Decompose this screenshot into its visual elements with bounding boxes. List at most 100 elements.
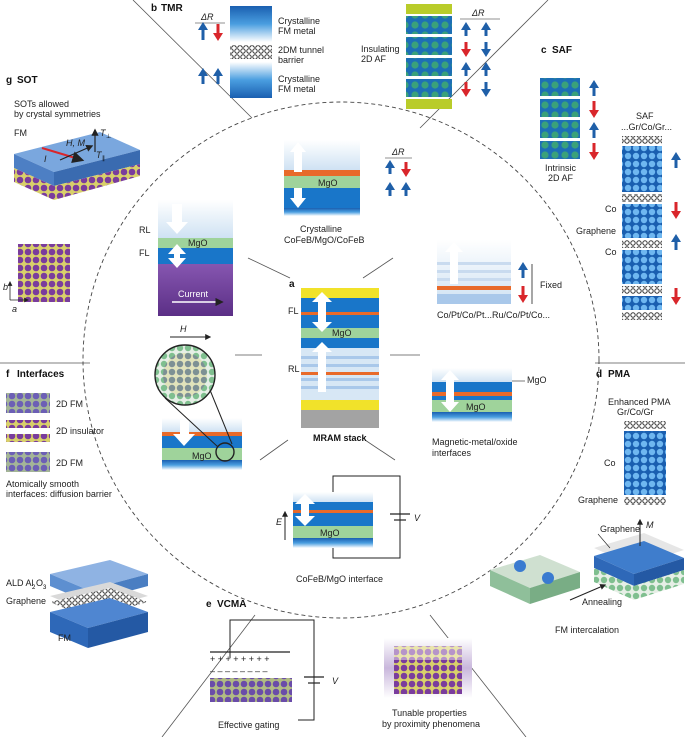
tmr-arrow-up-2 — [198, 68, 208, 84]
sot-fm-slab-side — [54, 150, 140, 186]
saf-gr-1 — [622, 136, 662, 144]
sot-axis-a: a — [12, 304, 17, 314]
inner-mgo-left: MgO — [188, 238, 208, 248]
inner-fl-arrow — [168, 244, 186, 268]
section-letter-d: d — [596, 369, 602, 380]
section-title-d: PMA — [608, 369, 630, 380]
mram-stack: FL MgO RL MRAM stack — [288, 288, 379, 443]
mram-rl: RL — [288, 364, 300, 374]
section-title-b: TMR — [161, 3, 183, 14]
mram-fl: FL — [288, 306, 299, 316]
tmr-fm-label-1: Crystalline — [278, 16, 320, 26]
tmr-af-layer-4 — [406, 79, 452, 97]
section-title-e: VCMA — [217, 599, 246, 610]
tmr-af-layer-3 — [406, 58, 452, 76]
tmr-af-cap-bottom — [406, 99, 452, 109]
vcma-v: V — [332, 676, 339, 686]
interfaces-ald-sub3: 3 — [43, 585, 47, 591]
vcma-minus: – – – – – – – – — [210, 666, 268, 676]
saf-intrinsic-layer-4 — [540, 141, 580, 159]
interfaces-ald-sub2: 2 — [32, 585, 36, 591]
sot-axis-b: b — [3, 282, 8, 292]
saf-gr-3 — [622, 240, 662, 248]
section-letter-g: g — [6, 75, 12, 86]
tmr-fm-bottom — [230, 62, 272, 98]
mram-mgo: MgO — [332, 328, 352, 338]
inner-crystalline: Crystalline — [300, 224, 342, 234]
pma-panel: Enhanced PMA Gr/Co/Gr Co Graphene M Grap… — [490, 397, 684, 635]
interfaces-2dfm-1: 2D FM — [56, 399, 83, 409]
inner-mmoxide-2: interfaces — [432, 448, 472, 458]
interface-zoom-target — [215, 442, 235, 462]
inner-copt: Co/Pt/Co/Pt...Ru/Co/Pt/Co... — [437, 310, 550, 320]
tmr-insulating-2: 2D AF — [361, 54, 387, 64]
tmr-af-cap-top — [406, 4, 452, 14]
hexagon-edge-ul — [247, 257, 291, 279]
divider-bottom-right — [429, 614, 527, 738]
tmr-barrier — [230, 45, 272, 59]
pma-graphene-top: Graphene — [600, 524, 640, 534]
saf-gr-4 — [622, 286, 662, 294]
hexagon-edge-ll — [259, 439, 289, 461]
saf-intrinsic-layer-3 — [540, 120, 580, 138]
sot-current-arrow — [41, 147, 85, 163]
saf-title-2: ...Gr/Co/Gr... — [621, 122, 672, 132]
tmr-af-layer-2 — [406, 37, 452, 55]
inner-cfb: CoFeB/MgO/CoFeB — [284, 235, 365, 245]
inner-copt-device: Fixed Co/Pt/Co/Pt...Ru/Co/Pt/Co... — [437, 240, 562, 320]
section-letter-b: b — [151, 3, 157, 14]
sot-desc-2: by crystal symmetries — [14, 109, 101, 119]
pma-enhanced-2: Gr/Co/Gr — [617, 407, 654, 417]
inner-mgo-zoom: MgO — [192, 451, 212, 461]
saf-co-2 — [622, 204, 662, 238]
inner-cfb-interface: CoFeB/MgO interface — [296, 574, 383, 584]
saf-co-1 — [622, 146, 662, 192]
interfaces-smooth-1: Atomically smooth — [6, 479, 79, 489]
inner-tmr-device: MgO Crystalline CoFeB/MgO/CoFeB ΔR — [284, 140, 412, 245]
tmr-delta-r-right: ΔR — [471, 8, 485, 18]
sot-hm-label: H, M — [66, 138, 86, 148]
saf-gr-5 — [622, 312, 662, 320]
saf-co-label-2: Co — [605, 247, 617, 257]
section-title-f: Interfaces — [17, 369, 65, 380]
tmr-barrier-label-1: 2DM tunnel — [278, 45, 324, 55]
inner-mgo-bottom: MgO — [320, 528, 340, 538]
saf-panel: Intrinsic 2D AF SAF ...Gr/Co/Gr... Co Gr… — [540, 78, 681, 320]
interfaces-ald: ALD Al — [6, 578, 34, 588]
sot-tperp-sub: ⊥ — [106, 133, 111, 140]
interfaces-insulator: 2D insulator — [56, 426, 104, 436]
tmr-fm-label-4: FM metal — [278, 84, 316, 94]
tmr-delta-r-left: ΔR — [200, 12, 214, 22]
interfaces-smooth-2: interfaces: diffusion barrier — [6, 489, 112, 499]
section-letter-f: f — [6, 369, 10, 380]
inner-interface-device: MgO — [154, 344, 242, 470]
section-title-g: SOT — [17, 75, 38, 86]
inner-v-label: V — [414, 513, 421, 523]
inner-mgo-right-top: MgO — [527, 375, 547, 385]
inner-mgo-top: MgO — [318, 178, 338, 188]
vcma-tunable-2: by proximity phenomena — [382, 719, 480, 729]
saf-gr-2 — [622, 194, 662, 202]
section-letter-c: c — [541, 45, 547, 56]
vcma-plus: + + + + + + + + — [210, 654, 270, 664]
vcma-tunable-1: Tunable properties — [392, 708, 467, 718]
pma-enhanced-1: Enhanced PMA — [608, 397, 671, 407]
pma-co: Co — [604, 458, 616, 468]
sot-hm-arrow — [59, 145, 94, 161]
tmr-af-layer-1 — [406, 16, 452, 34]
mram-stack-label: MRAM stack — [313, 433, 368, 443]
inner-fl-label: FL — [139, 248, 150, 258]
interfaces-fm: FM — [58, 633, 71, 643]
inner-rl-arrow — [166, 204, 188, 234]
hexagon-edge-lr — [364, 439, 396, 461]
pma-annealing: Annealing — [582, 597, 622, 607]
section-letter-e: e — [206, 599, 212, 610]
saf-intrinsic-layer-2 — [540, 99, 580, 117]
inner-mmoxide-device: MgO MgO Magnetic-metal/oxide interfaces — [432, 368, 547, 458]
vcma-gating: Effective gating — [218, 720, 279, 730]
interfaces-graphene: Graphene — [6, 596, 46, 606]
divider-top-left — [132, 0, 253, 119]
saf-graphene-label: Graphene — [576, 226, 616, 236]
tmr-fm-label-2: FM metal — [278, 26, 316, 36]
